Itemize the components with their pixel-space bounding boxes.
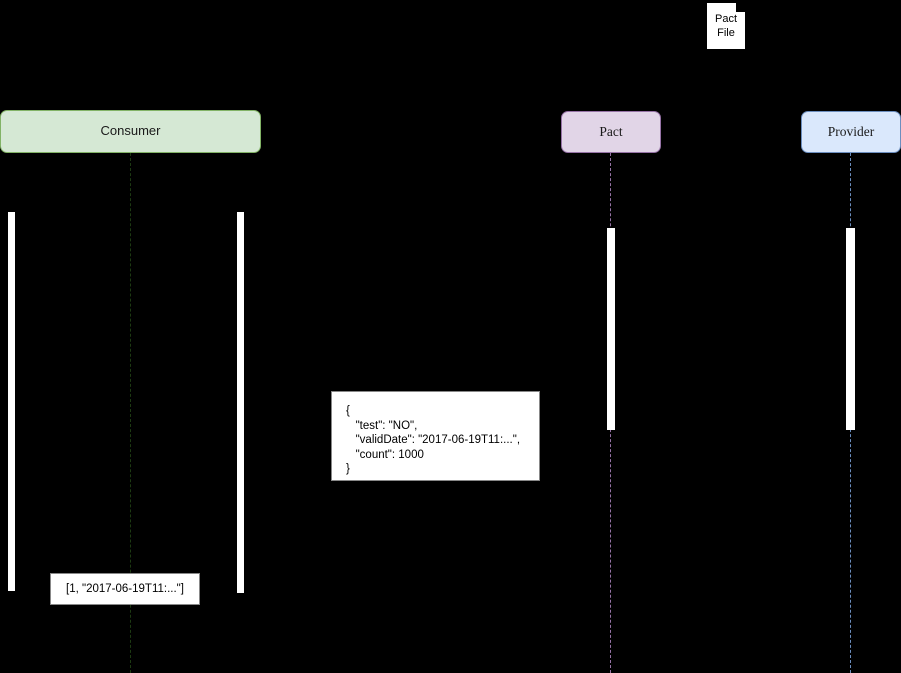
array-result-note-text: [1, "2017-06-19T11:..."] xyxy=(66,583,184,595)
participant-provider[interactable]: Provider xyxy=(801,111,901,153)
participant-pact-label: Pact xyxy=(599,124,623,140)
activation-bar-provider xyxy=(846,228,855,430)
participant-consumer-label: Consumer xyxy=(100,123,161,139)
json-payload-note: { "test": "NO", "validDate": "2017-06-19… xyxy=(331,391,540,481)
participant-provider-label: Provider xyxy=(827,124,875,140)
participant-consumer[interactable]: Consumer xyxy=(0,110,261,153)
participant-pact[interactable]: Pact xyxy=(561,111,661,153)
activation-bar-consumer-right xyxy=(237,212,244,593)
lifeline-consumer xyxy=(130,153,131,673)
pact-file-icon xyxy=(706,2,746,50)
activation-bar-consumer-left xyxy=(8,212,15,591)
pact-file-note: Pact File xyxy=(706,2,746,50)
activation-bar-pact xyxy=(607,228,615,430)
array-result-note: [1, "2017-06-19T11:..."] xyxy=(50,573,200,605)
